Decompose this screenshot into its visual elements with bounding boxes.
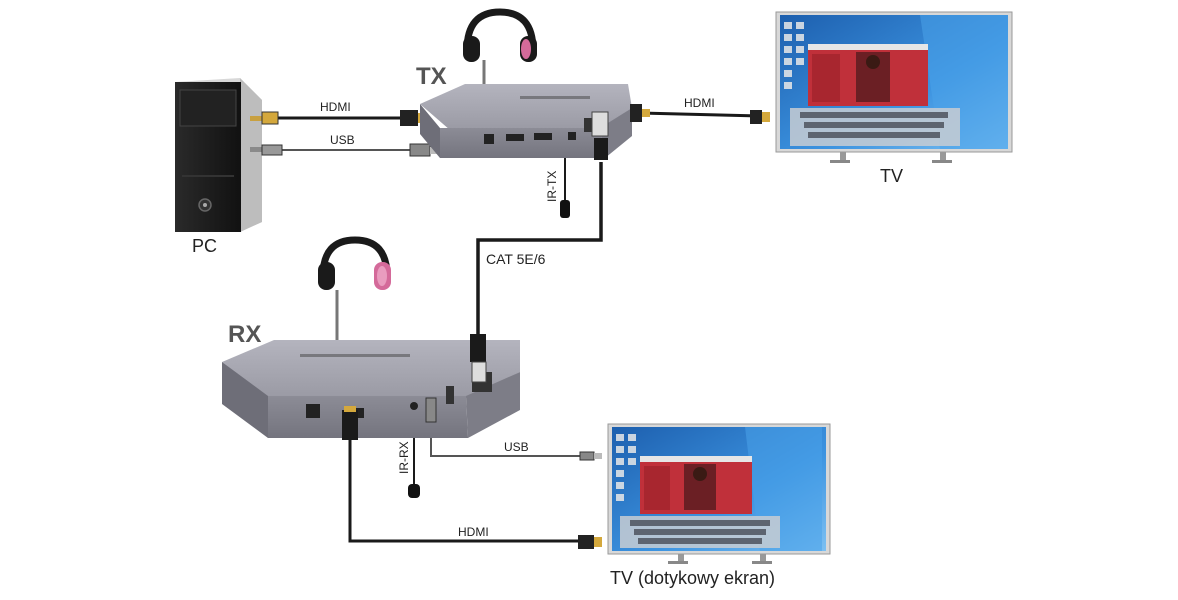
hdmi-pc-label: HDMI <box>320 100 351 114</box>
tv-icon <box>607 423 831 564</box>
pc-tower-icon <box>175 78 264 232</box>
rx-device <box>222 340 520 438</box>
cat-label: CAT 5E/6 <box>486 251 546 267</box>
tv-icon <box>775 11 1013 163</box>
ir-tx-label: IR-TX <box>545 171 559 202</box>
pc-label: PC <box>192 236 217 256</box>
tv-top-label: TV <box>880 166 903 186</box>
ir-rx-label: IR-RX <box>397 441 411 474</box>
headphones-icon <box>463 8 537 62</box>
tv-bottom-label: TV (dotykowy ekran) <box>610 568 775 588</box>
cable-tx-hdmi-tv <box>639 111 761 118</box>
cable-cat <box>476 162 603 340</box>
hdmi-rx-label: HDMI <box>458 525 489 539</box>
usb-rx-label: USB <box>504 440 529 454</box>
cable-rx-hdmi <box>348 440 588 543</box>
tx-label: TX <box>416 63 447 90</box>
tx-connectors <box>560 104 770 218</box>
hdmi-tv-label: HDMI <box>684 96 715 110</box>
rx-label: RX <box>228 321 261 348</box>
usb-pc-label: USB <box>330 133 355 147</box>
cables <box>268 60 761 543</box>
headphones-icon <box>318 236 391 290</box>
rx-connectors <box>342 334 602 549</box>
